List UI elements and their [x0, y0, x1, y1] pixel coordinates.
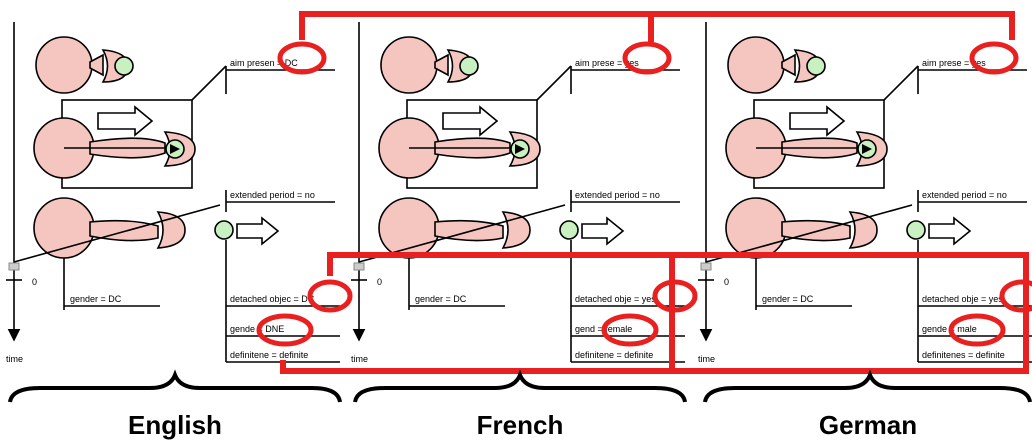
- object-ball-icon: [460, 57, 478, 75]
- hand-icon: [503, 212, 530, 248]
- feature-gender-subject: gender = DC: [415, 294, 467, 304]
- scene-frame-3: [14, 198, 278, 262]
- highlight-bottom-connector: [283, 255, 1026, 371]
- person-head-icon: [381, 37, 437, 93]
- scene-frame-1: [728, 37, 825, 93]
- object-ball-icon: [907, 221, 925, 239]
- motion-arrow-icon: [582, 218, 623, 244]
- time-axis-label: time: [698, 354, 715, 364]
- time-axis-label: time: [6, 354, 23, 364]
- hand-icon: [850, 212, 877, 248]
- time-zero-label: 0: [724, 277, 729, 287]
- scene-frame-2: [726, 100, 887, 188]
- feature-detached-object: detached obje = yes: [922, 294, 1003, 304]
- time-zero-label: 0: [32, 277, 37, 287]
- feature-definiteness: definitene = definite: [230, 350, 308, 360]
- scene-frame-1: [381, 37, 478, 93]
- brace-french: [355, 375, 685, 402]
- time-axis-label: time: [351, 354, 368, 364]
- object-ball-icon: [560, 221, 578, 239]
- feature-extended-period: extended period = no: [230, 190, 315, 200]
- person-head-icon: [379, 198, 439, 258]
- feature-gender-subject: gender = DC: [762, 294, 814, 304]
- feature-gender-subject: gender = DC: [70, 294, 122, 304]
- scene-frame-2: [34, 100, 195, 188]
- brace-german: [705, 375, 1030, 402]
- object-ball-icon: [115, 57, 133, 75]
- time-zero-label: 0: [377, 277, 382, 287]
- motion-arrow-icon: [237, 218, 278, 244]
- feature-extended-period: extended period = no: [922, 190, 1007, 200]
- feature-definiteness: definitene = definite: [575, 350, 653, 360]
- slider-handle-icon: [701, 263, 711, 270]
- hand-icon: [158, 212, 185, 248]
- brace-english: [10, 375, 340, 402]
- slider-handle-icon: [354, 263, 364, 270]
- slider-handle-icon: [9, 263, 19, 270]
- feature-detached-object: detached obje = yes: [575, 294, 656, 304]
- scene-frame-2: [379, 100, 540, 188]
- motion-arrow-icon: [790, 107, 844, 135]
- feature-detached-object: detached objec = DC: [230, 294, 315, 304]
- person-head-icon: [728, 37, 784, 93]
- scene-frame-1: [36, 37, 133, 93]
- object-ball-icon: [807, 57, 825, 75]
- feature-definiteness: definitenes = definite: [922, 350, 1005, 360]
- language-label-english: English: [128, 410, 222, 440]
- person-head-icon: [36, 37, 92, 93]
- motion-arrow-icon: [98, 107, 152, 135]
- motion-arrow-icon: [443, 107, 497, 135]
- feature-extended-period: extended period = no: [575, 190, 660, 200]
- language-label-french: French: [477, 410, 564, 440]
- person-head-icon: [726, 198, 786, 258]
- language-label-german: German: [819, 410, 917, 440]
- person-head-icon: [34, 198, 94, 258]
- object-ball-icon: [215, 221, 233, 239]
- motion-arrow-icon: [929, 218, 970, 244]
